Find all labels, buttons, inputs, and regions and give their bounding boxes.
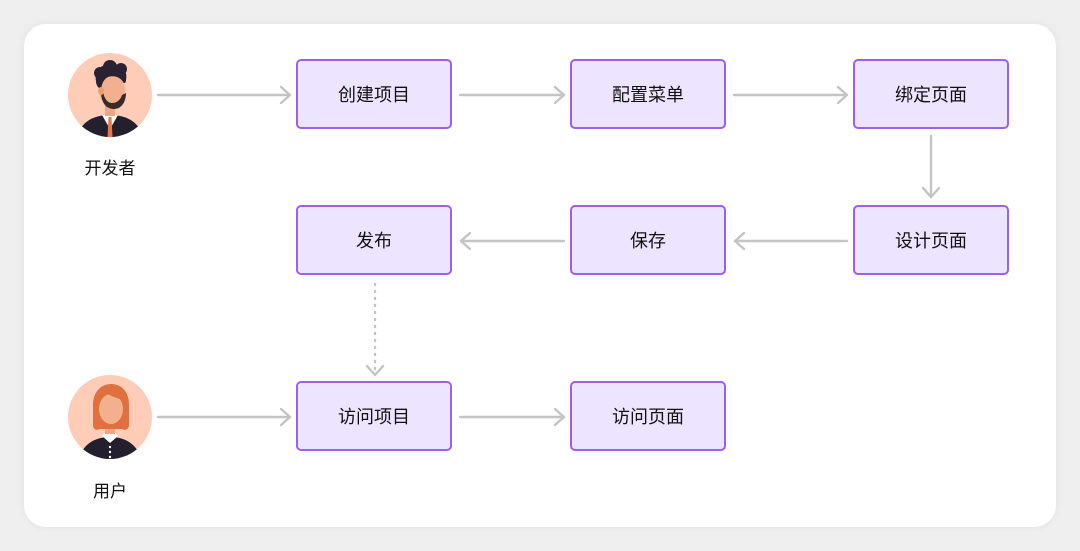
step-create-project: 创建项目 [296,59,452,129]
step-save: 保存 [570,205,726,275]
step-design-page: 设计页面 [853,205,1009,275]
step-publish: 发布 [296,205,452,275]
user-avatar-icon [68,375,152,459]
user-label: 用户 [93,482,127,502]
developer-label: 开发者 [84,159,136,179]
step-config-menu: 配置菜单 [570,59,726,129]
step-visit-project: 访问项目 [296,381,452,451]
developer-avatar-icon [68,53,152,137]
step-visit-page: 访问页面 [570,381,726,451]
step-bind-page: 绑定页面 [853,59,1009,129]
